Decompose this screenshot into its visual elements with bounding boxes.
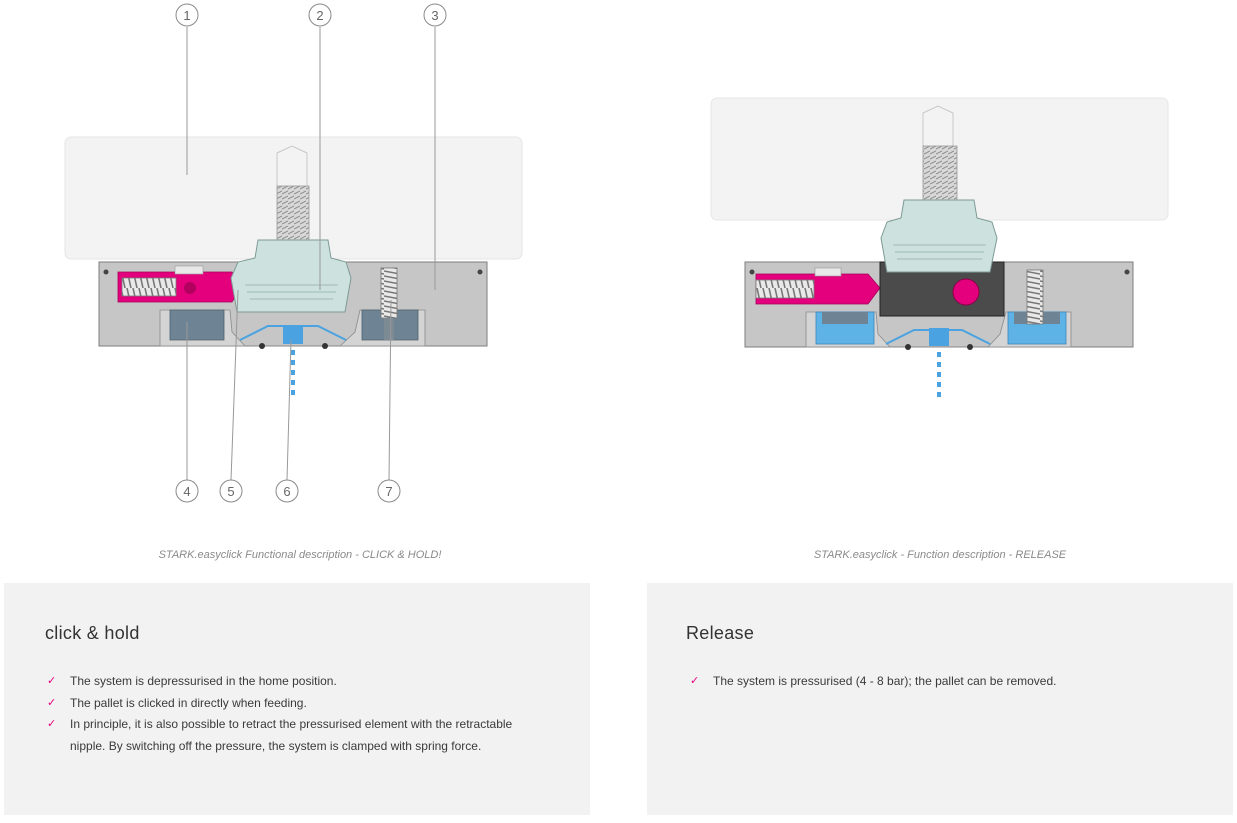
- retractable-nipple: [230, 239, 352, 313]
- list-item: ✓ In principle, it is also possible to r…: [47, 714, 537, 757]
- list-item: ✓ The pallet is clicked in directly when…: [47, 693, 537, 715]
- air-inlet: [283, 326, 303, 344]
- callout-1-label: 1: [183, 8, 190, 23]
- panel-click-hold: click & hold ✓ The system is depressuris…: [4, 583, 590, 815]
- nipple-thread-release: [922, 145, 958, 201]
- nipple-thread: [276, 185, 310, 241]
- panel-click-hold-title: click & hold: [45, 623, 140, 643]
- caption-click-hold: STARK.easyclick Functional description -…: [158, 549, 442, 561]
- air-inlet-release: [929, 328, 949, 346]
- callout-7-label: 7: [385, 484, 392, 499]
- list-item-text: The system is pressurised (4 - 8 bar); t…: [713, 674, 1057, 688]
- release-diagram: [710, 97, 1169, 397]
- piston-left: [169, 309, 225, 341]
- retractable-nipple-release: [880, 199, 998, 273]
- callout-7: 7: [377, 479, 401, 503]
- caption-release: STARK.easyclick - Function description -…: [813, 549, 1067, 561]
- check-icon: ✓: [47, 718, 57, 730]
- check-icon: ✓: [690, 675, 700, 687]
- air-flow-dots-release: [937, 352, 941, 397]
- callout-6-label: 6: [283, 484, 290, 499]
- panel-release-title: Release: [686, 623, 755, 643]
- spring-horizontal-release: [755, 279, 815, 299]
- list-item-text: The system is depressurised in the home …: [70, 674, 337, 688]
- list-item: ✓ The system is depressurised in the hom…: [47, 671, 537, 693]
- callout-3: 3: [423, 3, 447, 27]
- list-item: ✓ The system is pressurised (4 - 8 bar);…: [690, 671, 1180, 693]
- callout-5: 5: [219, 479, 243, 503]
- click-hold-list: ✓ The system is depressurised in the hom…: [47, 671, 537, 757]
- locking-ball: [952, 278, 980, 306]
- spring-pin: [384, 318, 394, 340]
- callout-2: 2: [308, 3, 332, 27]
- callout-6: 6: [275, 479, 299, 503]
- nipple-tip-outline: [276, 145, 308, 186]
- housing-cavity: [159, 309, 426, 347]
- slide-top-cap: [174, 265, 204, 275]
- panel-release: Release ✓ The system is pressurised (4 -…: [647, 583, 1233, 815]
- release-list: ✓ The system is pressurised (4 - 8 bar);…: [690, 671, 1180, 693]
- spring-horizontal: [121, 277, 177, 297]
- spring-vertical-release: [1026, 269, 1044, 325]
- list-item-text: In principle, it is also possible to ret…: [70, 717, 513, 753]
- callout-1: 1: [175, 3, 199, 27]
- air-flow-dots: [291, 350, 295, 395]
- callout-3-label: 3: [431, 8, 438, 23]
- nipple-tip-outline-release: [922, 105, 954, 146]
- list-item-text: The pallet is clicked in directly when f…: [70, 695, 307, 710]
- click-hold-diagram: 1 2 3 4 5 6 7: [64, 3, 523, 503]
- check-icon: ✓: [47, 675, 57, 687]
- callout-5-label: 5: [227, 484, 234, 499]
- diagrams-canvas: 1 2 3 4 5 6 7: [64, 3, 1169, 503]
- callout-2-label: 2: [316, 8, 323, 23]
- slide-ball: [184, 282, 196, 294]
- check-icon: ✓: [47, 696, 57, 709]
- callout-4-label: 4: [183, 484, 190, 499]
- callout-4: 4: [175, 479, 199, 503]
- spring-vertical: [380, 267, 398, 319]
